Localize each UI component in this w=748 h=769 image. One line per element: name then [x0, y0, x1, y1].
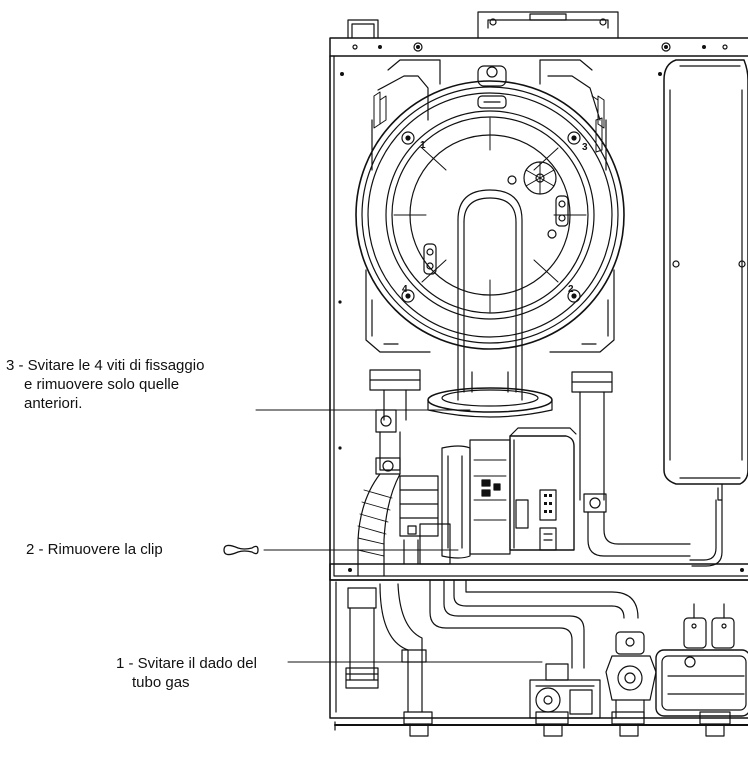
- burner-number-1: 1: [420, 140, 426, 151]
- fan-motor: [441, 427, 577, 559]
- burner-number-2: 2: [568, 284, 574, 295]
- casing: [329, 37, 748, 731]
- intake-tube: [427, 189, 553, 418]
- lower-pipework: [345, 579, 748, 737]
- top-brackets: [347, 11, 619, 39]
- clip-icon: [223, 544, 259, 556]
- callout-step-3-line-2: e rimuovere solo quelle: [24, 376, 180, 393]
- callout-step-2: 2 - Rimuovere la clip: [26, 540, 163, 559]
- leader-lines: [255, 409, 543, 663]
- callout-step-1: 1 - Svitare il dado del tubo gas: [116, 654, 257, 692]
- burner-assembly: [355, 59, 625, 353]
- callout-step-3-line-3: anteriori.: [24, 395, 83, 412]
- burner-number-4: 4: [402, 284, 408, 295]
- callout-step-1-line-1: 1 - Svitare il dado del: [116, 655, 257, 672]
- callout-step-1-line-2: tubo gas: [132, 674, 190, 691]
- expansion-tank: [663, 59, 748, 567]
- callout-step-2-line-1: 2 - Rimuovere la clip: [26, 541, 163, 558]
- callout-step-3: 3 - Svitare le 4 viti di fissaggio e rim…: [6, 356, 204, 413]
- right-pipe: [571, 371, 691, 557]
- burner-number-3: 3: [582, 142, 588, 153]
- callout-step-3-line-1: 3 - Svitare le 4 viti di fissaggio: [6, 357, 205, 374]
- left-pipework: [357, 369, 451, 577]
